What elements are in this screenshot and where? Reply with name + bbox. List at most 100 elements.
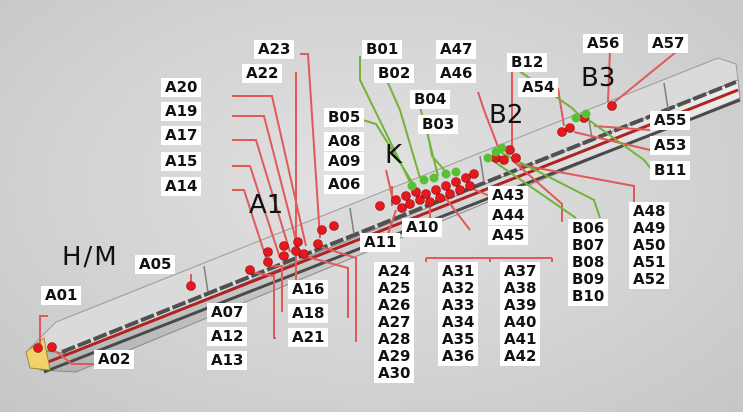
label-A28: A28 xyxy=(378,330,411,348)
red-sensor-point xyxy=(375,201,385,211)
callout-lines xyxy=(39,49,677,365)
red-sensor-point xyxy=(505,145,515,155)
car-joint xyxy=(203,265,209,293)
red-sensor-point xyxy=(455,185,465,195)
red-sensor-point xyxy=(499,155,509,165)
red-callout-line xyxy=(232,165,281,259)
label-A14: A14 xyxy=(161,177,202,196)
green-sensor-point xyxy=(571,113,581,123)
red-sensor-point xyxy=(186,281,196,291)
red-sensor-point xyxy=(33,343,43,353)
red-sensor-point xyxy=(425,197,435,207)
label-A17: A17 xyxy=(161,126,202,145)
red-callout-line xyxy=(232,139,291,253)
label-A32: A32 xyxy=(442,279,475,297)
label-A44: A44 xyxy=(488,206,529,225)
section-label-hm: H/M xyxy=(62,242,119,272)
label-A01: A01 xyxy=(41,286,82,305)
label-A10: A10 xyxy=(402,218,443,237)
label-B08: B08 xyxy=(572,253,605,271)
label-A11: A11 xyxy=(360,233,401,252)
label-A33: A33 xyxy=(442,296,475,314)
red-callout-line xyxy=(232,189,269,265)
label-A39: A39 xyxy=(504,296,537,314)
label-B11: B11 xyxy=(650,161,691,180)
red-callout-line xyxy=(39,315,48,344)
green-callout-line xyxy=(359,56,411,183)
train-livery-stripe xyxy=(47,88,739,364)
red-callout-line xyxy=(477,91,501,153)
green-callout-line xyxy=(499,151,601,219)
label-B06: B06 xyxy=(572,219,605,237)
red-sensor-point xyxy=(461,173,471,183)
train-nose xyxy=(25,337,51,371)
red-sensor-point xyxy=(557,127,567,137)
green-sensor-point xyxy=(581,109,591,119)
section-label-a1: A1 xyxy=(249,190,284,220)
red-sensor-point xyxy=(291,246,301,256)
red-callout-line xyxy=(317,245,357,342)
car-joint xyxy=(479,155,485,183)
red-callout-line xyxy=(511,159,563,222)
label-A37: A37 xyxy=(504,262,537,280)
red-sensor-point xyxy=(435,193,445,203)
label-A50: A50 xyxy=(633,236,666,254)
red-sensor-point xyxy=(293,237,303,247)
label-B07: B07 xyxy=(572,236,605,254)
label-A42: A42 xyxy=(504,347,537,365)
label-A43: A43 xyxy=(488,186,529,205)
label-A41: A41 xyxy=(504,330,537,348)
train-window-band xyxy=(61,80,737,354)
label-A35: A35 xyxy=(442,330,475,348)
sensor-points xyxy=(33,101,617,353)
label-A48: A48 xyxy=(633,202,666,220)
label-A22: A22 xyxy=(242,64,283,83)
red-sensor-point xyxy=(431,185,441,195)
label-A30: A30 xyxy=(378,364,411,382)
label-A23: A23 xyxy=(254,40,295,59)
green-callout-line xyxy=(585,117,653,171)
label-B05: B05 xyxy=(324,108,365,127)
label-A25: A25 xyxy=(378,279,411,297)
red-sensor-point xyxy=(279,241,289,251)
label-A08: A08 xyxy=(324,132,365,151)
red-sensor-point xyxy=(441,181,451,191)
label-B03: B03 xyxy=(418,115,459,134)
green-sensor-point xyxy=(451,167,461,177)
red-sensor-point xyxy=(313,239,323,249)
red-sensor-point xyxy=(511,153,521,163)
red-sensor-point xyxy=(263,247,273,257)
red-sensor-point xyxy=(401,191,411,201)
red-sensor-point xyxy=(317,225,327,235)
label-B02: B02 xyxy=(374,64,415,83)
red-sensor-point xyxy=(465,181,475,191)
label-A51: A51 xyxy=(633,253,666,271)
red-sensor-point xyxy=(405,199,415,209)
red-sensor-point xyxy=(607,101,617,111)
red-sensor-point xyxy=(391,195,401,205)
label-group-a48-a52: A48 A49 A50 A51 A52 xyxy=(629,202,670,289)
red-sensor-point xyxy=(299,249,309,259)
green-sensor-point xyxy=(497,143,507,153)
label-A29: A29 xyxy=(378,347,411,365)
red-sensor-point xyxy=(415,195,425,205)
label-group-a31-a36: A31 A32 A33 A34 A35 A36 xyxy=(438,262,479,366)
label-B10: B10 xyxy=(572,287,605,305)
label-A19: A19 xyxy=(161,102,202,121)
label-A27: A27 xyxy=(378,313,411,331)
label-A52: A52 xyxy=(633,270,666,288)
label-A13: A13 xyxy=(207,351,248,370)
green-sensor-point xyxy=(483,153,493,163)
label-A31: A31 xyxy=(442,262,475,280)
label-A24: A24 xyxy=(378,262,411,280)
label-B09: B09 xyxy=(572,270,605,288)
red-sensor-point xyxy=(329,221,339,231)
red-sensor-point xyxy=(263,257,273,267)
red-callout-line xyxy=(515,163,635,204)
label-group-a37-a42: A37 A38 A39 A40 A41 A42 xyxy=(500,262,541,366)
label-B12: B12 xyxy=(507,53,548,72)
green-sensor-point xyxy=(407,181,417,191)
red-callout-line xyxy=(300,53,321,239)
label-A53: A53 xyxy=(650,136,691,155)
